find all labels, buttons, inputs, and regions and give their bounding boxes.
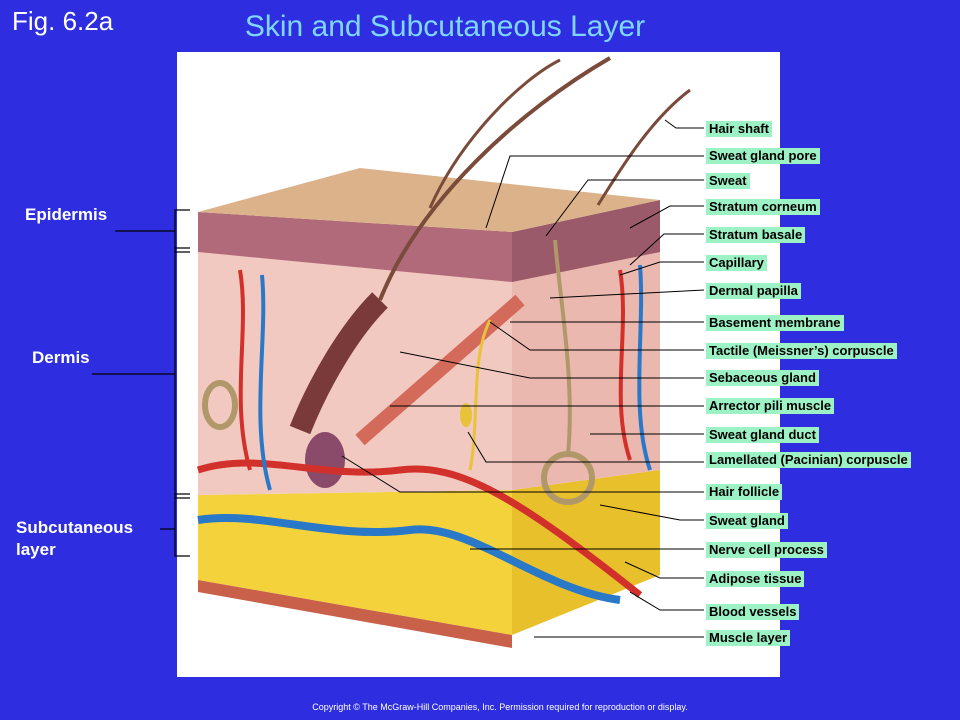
skin-surface-top <box>198 168 660 232</box>
epidermis-bracket <box>174 209 190 253</box>
label-nerve-cell-process: Nerve cell process <box>706 542 827 558</box>
vein-3 <box>637 264 652 471</box>
leader-blood-vessels <box>629 591 704 611</box>
label-sweat-gland-duct: Sweat gland duct <box>706 427 819 443</box>
vein-2 <box>258 274 272 491</box>
side-label-subcutaneous: Subcutaneous layer <box>16 518 134 559</box>
diagram-title: Skin and Subcutaneous Layer <box>244 10 646 43</box>
leader-sweat-gland <box>599 504 704 521</box>
label-stratum-basale: Stratum basale <box>706 227 806 243</box>
adipose-tissue-front <box>198 490 512 635</box>
artery <box>196 459 643 598</box>
label-capillary: Capillary <box>706 255 767 271</box>
side-label-epidermis: Epidermis <box>25 205 108 224</box>
leader-hair-follicle <box>341 455 704 493</box>
epidermis-side <box>512 200 660 282</box>
label-sweat-gland-pore: Sweat gland pore <box>706 148 820 164</box>
sweat-gland-duct <box>553 239 572 456</box>
leader-adipose-tissue <box>624 561 704 579</box>
leader-sweat <box>545 179 704 237</box>
leader-stratum-basale <box>629 233 704 266</box>
hair-follicle <box>289 292 388 435</box>
artery-3 <box>618 269 632 461</box>
muscle-layer-front <box>198 580 512 648</box>
label-arrector-pili-muscle: Arrector pili muscle <box>706 398 835 414</box>
side-label-dermis: Dermis <box>32 348 90 367</box>
subcutaneous-bracket <box>174 493 190 557</box>
leader-pacinian-corpuscle <box>467 431 704 463</box>
dermis-front <box>198 250 512 495</box>
hair-shaft-3 <box>596 88 691 206</box>
dermis-bracket <box>174 247 190 499</box>
label-hair-follicle: Hair follicle <box>706 484 783 500</box>
leader-stratum-corneum <box>629 205 704 229</box>
sweat-gland-left <box>202 380 238 430</box>
label-adipose-tissue: Adipose tissue <box>706 571 805 587</box>
leader-sweat-gland-pore <box>485 155 704 229</box>
leader-hair-shaft <box>664 119 704 129</box>
leader-sebaceous-gland <box>399 351 704 379</box>
label-basement-membrane: Basement membrane <box>706 315 844 331</box>
leader-tactile-corpuscle <box>489 321 704 351</box>
hair-bulb <box>305 432 345 488</box>
label-sweat-gland: Sweat gland <box>706 513 788 529</box>
label-sweat: Sweat <box>706 173 750 189</box>
figure-number: Fig. 6.2a <box>12 6 114 36</box>
arrector-pili-muscle <box>355 294 525 446</box>
hair-shaft-2 <box>428 58 561 209</box>
label-tactile-corpuscle: Tactile (Meissner’s) corpuscle <box>706 343 897 359</box>
epidermis-front <box>198 212 512 282</box>
artery-2 <box>238 269 252 471</box>
label-stratum-corneum: Stratum corneum <box>706 199 820 215</box>
label-blood-vessels: Blood vessels <box>706 604 800 620</box>
label-hair-shaft: Hair shaft <box>706 121 772 137</box>
leader-capillary <box>619 261 704 276</box>
hair-shaft <box>378 56 612 301</box>
copyright-notice: Copyright © The McGraw-Hill Companies, I… <box>312 702 688 712</box>
pacinian-corpuscle <box>460 403 472 427</box>
vein <box>197 513 621 604</box>
leader-dermal-papilla <box>549 289 705 299</box>
label-pacinian-corpuscle: Lamellated (Pacinian) corpuscle <box>706 452 911 468</box>
label-muscle-layer: Muscle layer <box>706 630 791 646</box>
label-sebaceous-gland: Sebaceous gland <box>706 370 819 386</box>
label-dermal-papilla: Dermal papilla <box>706 283 801 299</box>
nerve <box>468 319 492 471</box>
